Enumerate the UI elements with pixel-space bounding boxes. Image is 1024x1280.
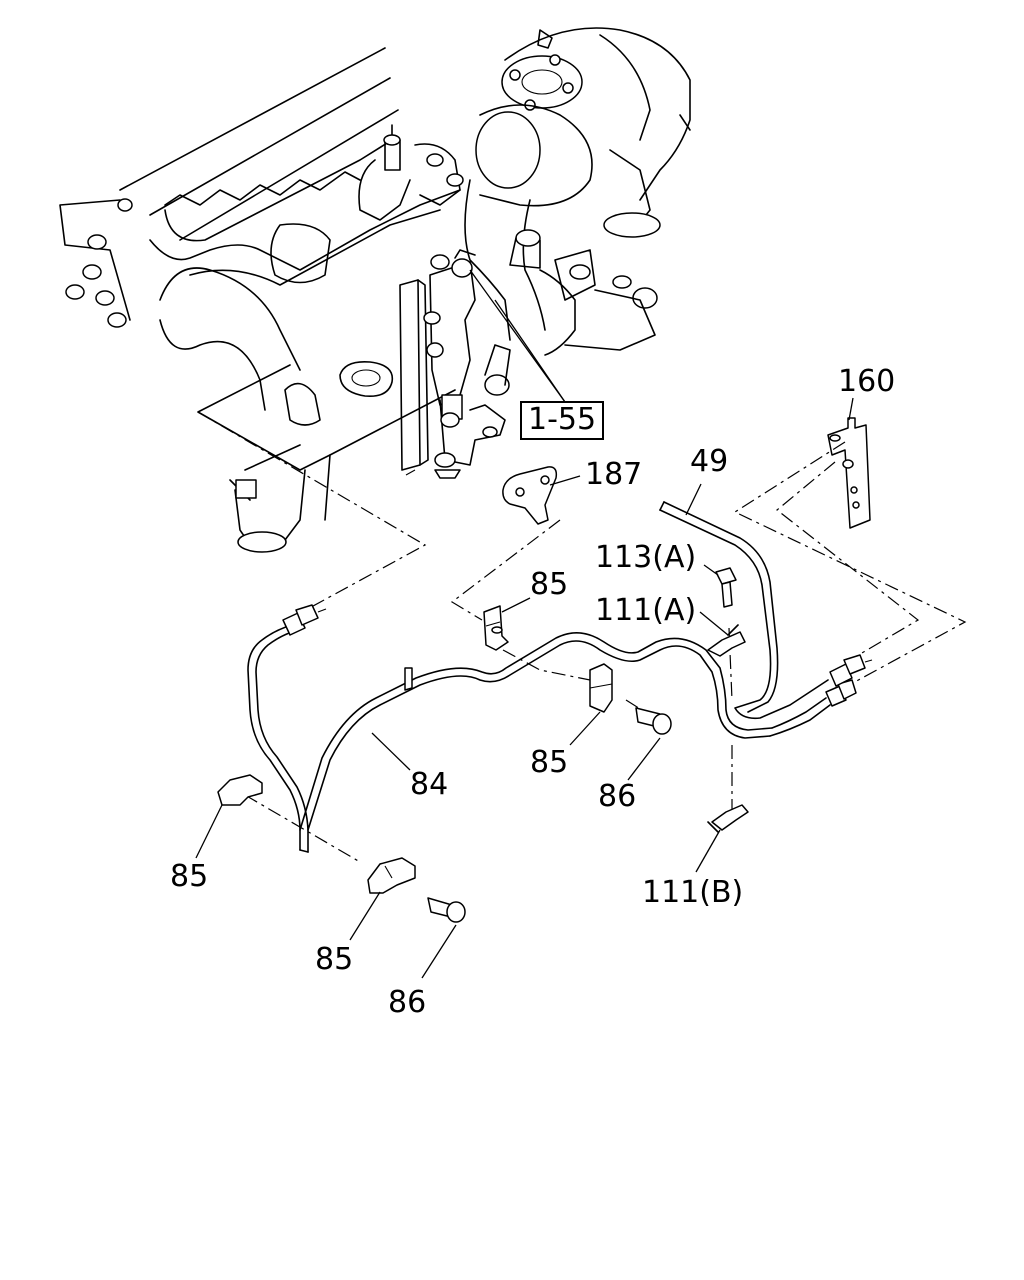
bracket-187 xyxy=(502,466,581,525)
label-85-left: 85 xyxy=(170,859,209,894)
label-84: 84 xyxy=(410,767,449,802)
label-86-upper: 86 xyxy=(598,779,637,814)
label-85-lower: 85 xyxy=(315,942,354,977)
reference-leaders xyxy=(469,269,566,403)
clamps-85 xyxy=(195,597,672,979)
assembly-centerlines xyxy=(197,411,967,863)
label-85-middle: 85 xyxy=(530,745,569,780)
brake-pipe-84 xyxy=(247,604,857,853)
brake-pipe-49 xyxy=(659,483,873,720)
clip-hardware xyxy=(695,564,749,873)
label-160: 160 xyxy=(838,364,896,399)
reference-1-55-box[interactable]: 1-55 xyxy=(520,401,605,440)
label-111b: 111(B) xyxy=(642,875,744,910)
label-85-upper: 85 xyxy=(530,567,569,602)
base-mark xyxy=(405,469,416,476)
label-113a: 113(A) xyxy=(595,540,697,575)
label-111a: 111(A) xyxy=(595,593,697,628)
exhaust-brake-actuator xyxy=(399,249,511,479)
turbocharger xyxy=(358,27,691,356)
engine-assembly xyxy=(59,47,461,553)
label-187: 187 xyxy=(585,457,643,492)
label-49: 49 xyxy=(690,444,729,479)
label-86-lower: 86 xyxy=(388,985,427,1020)
